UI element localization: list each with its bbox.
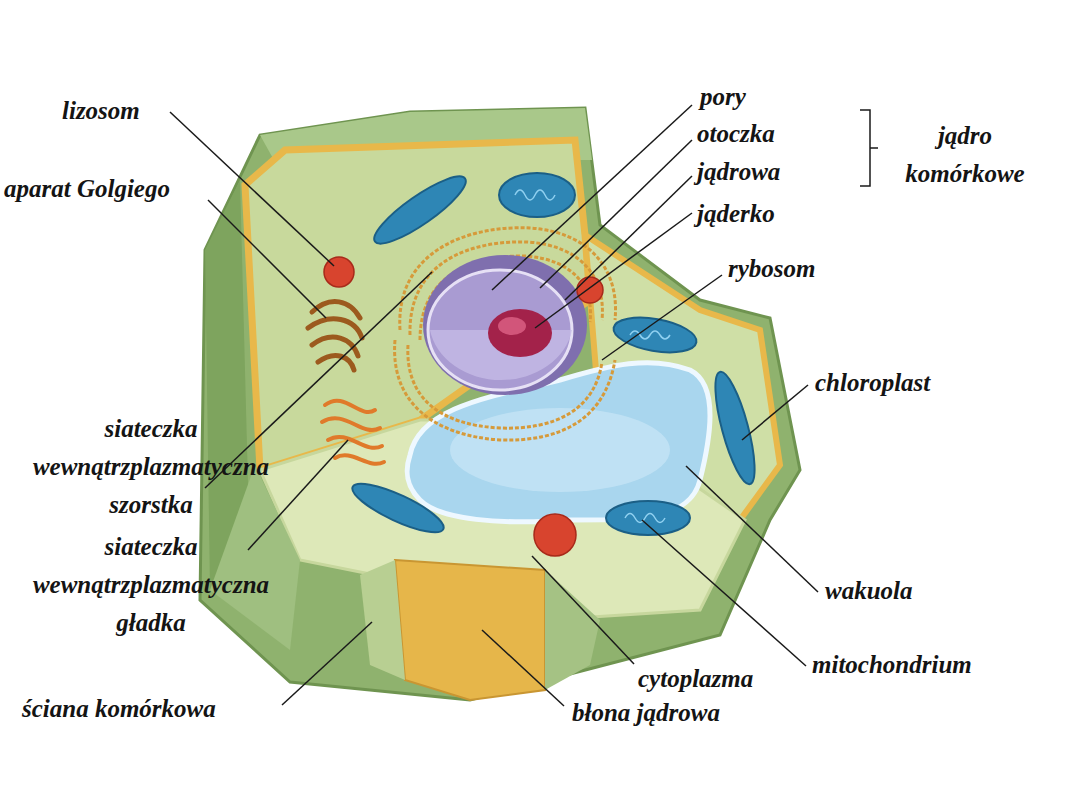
part-label: ściana komórkowa — [22, 690, 292, 728]
part-label: siateczka wewnątrzplazmatyczna szorstka — [0, 410, 302, 524]
part-label: jąderko — [697, 195, 827, 233]
part-label: rybosom — [728, 250, 858, 288]
part-label: pory — [700, 78, 780, 116]
part-label: mitochondrium — [812, 646, 1042, 684]
part-label: otoczka jądrowa — [697, 115, 847, 191]
part-label: wakuola — [825, 572, 955, 610]
part-label: jądro komórkowe — [880, 117, 1050, 193]
part-label: siateczka wewnątrzplazmatyczna gładka — [0, 528, 302, 642]
part-label: lizosom — [62, 92, 192, 130]
part-label: błona jądrowa — [572, 694, 772, 732]
part-label: chloroplast — [815, 364, 975, 402]
part-label: aparat Golgiego — [4, 170, 244, 208]
part-label: cytoplazma — [638, 660, 798, 698]
